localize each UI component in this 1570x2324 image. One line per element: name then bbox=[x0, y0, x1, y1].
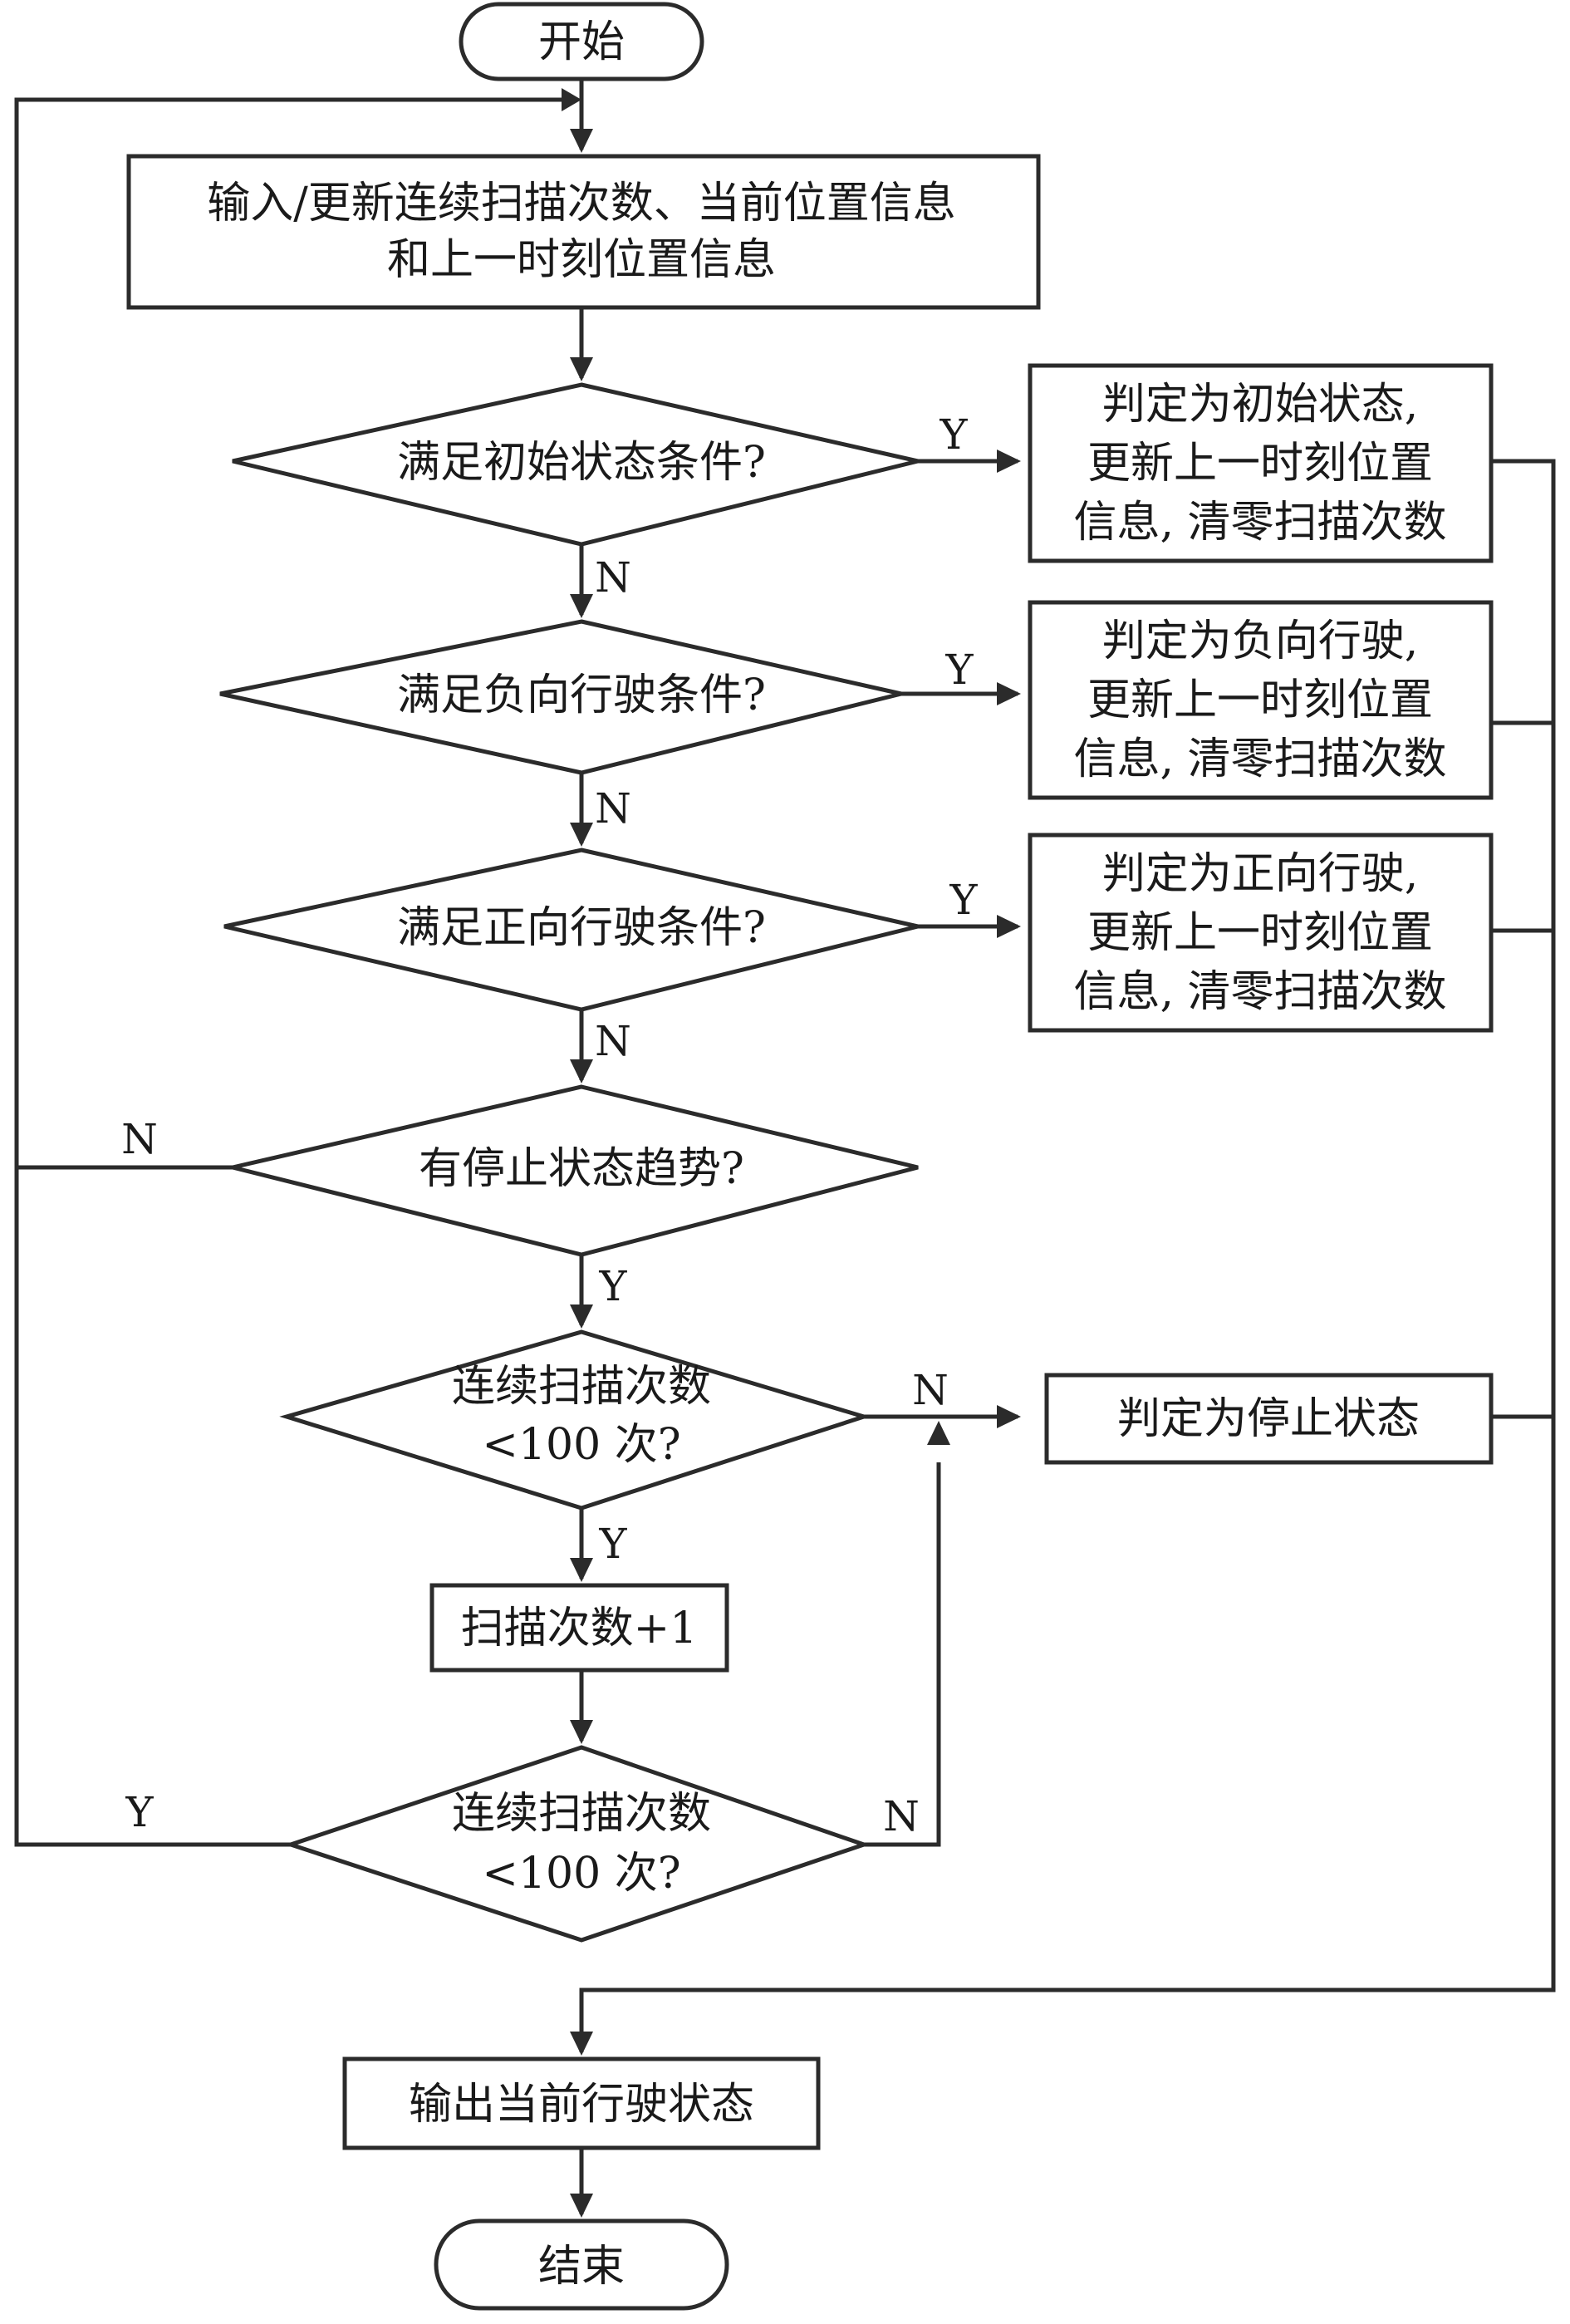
label-scan2-no: N bbox=[883, 1792, 920, 1840]
arrowhead-end bbox=[570, 2194, 593, 2218]
result-negative-line-1: 判定为负向行驶, bbox=[1102, 617, 1419, 666]
result-positive-line-3: 信息, 清零扫描次数 bbox=[1073, 967, 1446, 1017]
end-terminal: 结束 bbox=[434, 2218, 729, 2311]
arrowhead-result-stop bbox=[997, 1405, 1021, 1428]
decision-initial-state: 满足初始状态条件? bbox=[232, 382, 919, 547]
label-stop-trend-no: N bbox=[121, 1115, 158, 1163]
result-positive-driving: 判定为正向行驶, 更新上一时刻位置 信息, 清零扫描次数 bbox=[1028, 833, 1494, 1033]
label-scan1-no: N bbox=[912, 1366, 949, 1414]
output-process: 输出当前行驶状态 bbox=[342, 2056, 821, 2150]
label-initial-no: N bbox=[595, 553, 631, 602]
result-initial-line-2: 更新上一时刻位置 bbox=[1087, 439, 1433, 489]
label-positive-no: N bbox=[595, 1017, 631, 1065]
label-negative-yes: Y bbox=[944, 646, 974, 694]
decision-scan-count-2: 连续扫描次数 <100 次? bbox=[284, 1745, 871, 1943]
arrowhead-input bbox=[570, 129, 593, 153]
arrowhead-loop bbox=[562, 88, 581, 111]
decision-scan-count-2-line-2: <100 次? bbox=[482, 1849, 680, 1899]
decision-scan-count-2-line-1: 连续扫描次数 bbox=[452, 1789, 711, 1839]
arrowheads bbox=[562, 88, 1021, 2218]
arrowhead-cond-initial bbox=[570, 357, 593, 381]
arrowhead-increment bbox=[570, 1558, 593, 1582]
start-terminal: 开始 bbox=[459, 2, 704, 81]
result-initial-line-3: 信息, 清零扫描次数 bbox=[1073, 498, 1446, 548]
result-initial-state: 判定为初始状态, 更新上一时刻位置 信息, 清零扫描次数 bbox=[1028, 363, 1494, 563]
edge-results-bus bbox=[579, 459, 1556, 2052]
decision-scan-count-1: 连续扫描次数 <100 次? bbox=[279, 1329, 871, 1511]
input-label-line-2: 和上一时刻位置信息 bbox=[387, 235, 776, 285]
edge-scan2-no bbox=[864, 1462, 941, 1847]
result-negative-driving: 判定为负向行驶, 更新上一时刻位置 信息, 清零扫描次数 bbox=[1028, 600, 1494, 800]
decision-positive-driving-label: 满足正向行驶条件? bbox=[397, 903, 766, 953]
result-negative-line-2: 更新上一时刻位置 bbox=[1087, 676, 1433, 725]
arrowhead-scan2-no-up bbox=[927, 1421, 950, 1445]
arrowhead-output bbox=[570, 2032, 593, 2056]
arrowhead-result-negative bbox=[997, 682, 1021, 705]
input-label-line-1: 输入/更新连续扫描次数、当前位置信息 bbox=[207, 179, 956, 228]
arrowhead-result-positive bbox=[997, 915, 1021, 938]
input-process: 输入/更新连续扫描次数、当前位置信息 和上一时刻位置信息 bbox=[126, 154, 1041, 310]
result-negative-line-3: 信息, 清零扫描次数 bbox=[1073, 735, 1446, 784]
arrowhead-cond-negative bbox=[570, 594, 593, 618]
edge-scan2-yes bbox=[14, 1167, 291, 1847]
result-initial-line-1: 判定为初始状态, bbox=[1102, 380, 1419, 430]
decision-initial-state-label: 满足初始状态条件? bbox=[397, 438, 766, 488]
arrowhead-stop-trend bbox=[570, 1059, 593, 1083]
decision-stop-trend-label: 有停止状态趋势? bbox=[419, 1144, 744, 1194]
decision-scan-count-1-line-1: 连续扫描次数 bbox=[452, 1362, 711, 1412]
end-label: 结束 bbox=[538, 2242, 625, 2292]
label-scan2-yes: Y bbox=[125, 1788, 154, 1836]
result-positive-line-1: 判定为正向行驶, bbox=[1102, 849, 1419, 899]
process-scan-increment: 扫描次数+1 bbox=[429, 1583, 729, 1673]
result-positive-line-2: 更新上一时刻位置 bbox=[1087, 908, 1433, 958]
result-stop-state-label: 判定为停止状态 bbox=[1117, 1394, 1420, 1444]
arrowhead-cond-positive bbox=[570, 823, 593, 847]
decision-negative-driving: 满足负向行驶条件? bbox=[219, 619, 902, 775]
process-scan-increment-label: 扫描次数+1 bbox=[461, 1604, 698, 1653]
output-label: 输出当前行驶状态 bbox=[409, 2080, 754, 2130]
result-stop-state: 判定为停止状态 bbox=[1044, 1373, 1494, 1465]
label-positive-yes: Y bbox=[949, 876, 978, 924]
arrowhead-result-initial bbox=[997, 450, 1021, 473]
decision-stop-trend: 有停止状态趋势? bbox=[232, 1084, 919, 1257]
label-negative-no: N bbox=[595, 784, 631, 833]
arrowhead-scan1 bbox=[570, 1304, 593, 1329]
connectors bbox=[14, 79, 1556, 2214]
label-scan1-yes: Y bbox=[598, 1520, 627, 1568]
decision-scan-count-1-line-2: <100 次? bbox=[482, 1420, 680, 1470]
decision-negative-driving-label: 满足负向行驶条件? bbox=[397, 671, 766, 720]
decision-positive-driving: 满足正向行驶条件? bbox=[223, 848, 919, 1012]
start-label: 开始 bbox=[538, 17, 625, 67]
arrowhead-scan2 bbox=[570, 1720, 593, 1744]
label-initial-yes: Y bbox=[939, 410, 968, 459]
edge-loop-back bbox=[14, 97, 565, 1170]
label-stop-trend-yes: Y bbox=[598, 1262, 627, 1310]
edge-labels: Y N Y N Y N N Y N Y Y N bbox=[121, 410, 978, 1840]
